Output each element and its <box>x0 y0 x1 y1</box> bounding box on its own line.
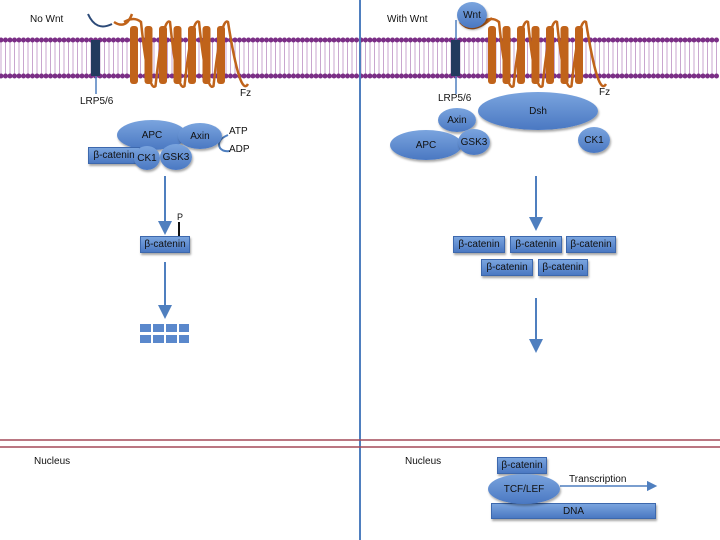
lrp-right-receptor <box>451 40 460 76</box>
wnt-ligand: Wnt <box>457 2 487 28</box>
transcription-label: Transcription <box>569 474 627 485</box>
dsh-protein: Dsh <box>478 92 598 130</box>
frizzled-left-receptor <box>123 17 250 89</box>
right-panel-title: With Wnt <box>387 14 428 25</box>
tcf-lef-factor: TCF/LEF <box>488 474 560 504</box>
ck1-protein: CK1 <box>134 146 160 170</box>
atp-label: ATP <box>229 126 248 137</box>
axin-right-protein: Axin <box>438 108 476 132</box>
beta-catenin-complex: β-catenin <box>88 147 140 164</box>
atp-adp-arrow <box>218 134 231 153</box>
beta-catenin-pool-item: β-catenin <box>481 259 533 276</box>
left-nucleus-label: Nucleus <box>34 456 71 467</box>
frizzled-right-receptor <box>481 17 608 89</box>
apc-right-protein: APC <box>390 130 462 160</box>
adp-label: ADP <box>229 144 250 155</box>
lrp-left-label: LRP5/6 <box>80 96 114 107</box>
nuclear-beta-catenin: β-catenin <box>497 457 547 474</box>
gsk3-right-protein: GSK3 <box>458 129 490 155</box>
dna-strand: DNA <box>491 503 656 519</box>
beta-catenin-pool-item: β-catenin <box>510 236 562 253</box>
ck1-right-protein: CK1 <box>578 127 610 153</box>
fz-left-cup <box>113 13 134 26</box>
lrp-left-receptor <box>91 40 100 76</box>
degraded-beta-catenin-fragments <box>140 324 189 343</box>
lrp-right-label: LRP5/6 <box>438 93 472 104</box>
axin-protein: Axin <box>178 123 222 149</box>
beta-catenin-pool-item: β-catenin <box>566 236 616 253</box>
lrp-left-cup <box>87 13 113 28</box>
fz-right-label: Fz <box>599 87 611 98</box>
phosphate-label: P <box>177 212 184 222</box>
phosphorylated-beta-catenin: β-catenin <box>140 236 190 253</box>
beta-catenin-pool-item: β-catenin <box>453 236 505 253</box>
beta-catenin-pool-item: β-catenin <box>538 259 588 276</box>
gsk3-protein: GSK3 <box>160 144 192 170</box>
right-nucleus-label: Nucleus <box>405 456 442 467</box>
fz-left-label: Fz <box>240 88 252 99</box>
left-panel-title: No Wnt <box>30 14 64 25</box>
